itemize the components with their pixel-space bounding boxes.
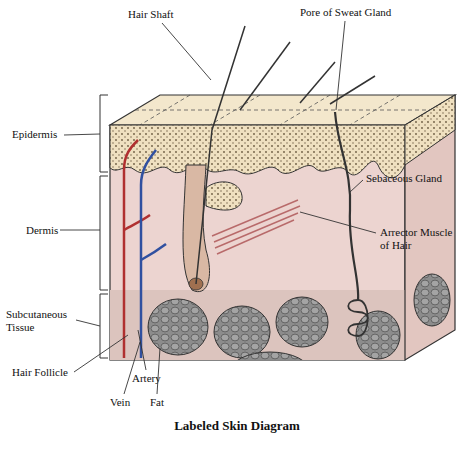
blood-vessels: [141, 150, 156, 358]
part-label: Pore of Sweat Gland: [300, 6, 391, 19]
leader-lines: [157, 348, 160, 394]
leader-lines: [138, 330, 146, 370]
skin-block: [350, 95, 400, 125]
skin-block: [140, 95, 190, 125]
leader-lines: [300, 212, 376, 233]
hair-shafts: [300, 62, 335, 103]
caption: Labeled Skin Diagram: [0, 418, 474, 434]
skin-block: [110, 125, 405, 360]
part-label: Hair Shaft: [128, 8, 174, 21]
fat-lobules: [148, 299, 208, 355]
leader-lines: [336, 21, 345, 110]
part-label: Fat: [150, 396, 164, 409]
sweat-gland: [348, 300, 368, 336]
arrector-muscle: [215, 213, 298, 248]
hair-shafts: [196, 26, 245, 284]
part-label: Vein: [110, 396, 130, 409]
skin-block: [135, 95, 430, 125]
sweat-gland: [335, 112, 358, 300]
part-label: Artery: [132, 372, 161, 385]
fat-lobules: [214, 306, 270, 358]
hair-follicle: [183, 165, 210, 292]
arrector-muscle: [212, 200, 300, 254]
fat-lobules: [276, 297, 328, 347]
epidermis-layer: [110, 95, 455, 178]
layer-brackets: [100, 176, 108, 290]
part-label: Dermis: [26, 224, 58, 237]
part-label: Sebaceous Gland: [366, 172, 442, 185]
layer-brackets: [100, 95, 108, 172]
leader-lines: [74, 335, 128, 372]
skin-block: [210, 95, 260, 125]
fat-lobules-side: [414, 274, 450, 326]
fat-lobules-side: [414, 274, 450, 326]
skin-block: [135, 110, 430, 111]
skin-block: [110, 95, 455, 125]
layer-brackets: [100, 294, 108, 358]
blood-vessels: [141, 244, 166, 260]
part-label: Hair Follicle: [12, 366, 68, 379]
blood-vessels: [124, 140, 138, 358]
skin-block: [280, 95, 330, 125]
epidermis-layer: [405, 95, 455, 165]
part-label: Subcutaneous Tissue: [6, 308, 78, 334]
hair-shafts: [240, 42, 290, 110]
arrector-muscle: [217, 220, 294, 254]
fat-lobules: [230, 352, 310, 360]
hair-shafts: [196, 26, 375, 284]
leader-lines: [124, 342, 140, 394]
hair-follicle: [183, 165, 210, 292]
skin-block: [110, 290, 405, 360]
blood-vessels: [124, 215, 150, 230]
layer-brackets: [100, 95, 108, 358]
part-label: Arrector Muscle of Hair: [380, 226, 462, 252]
sebaceous-gland: [206, 182, 242, 210]
leader-lines: [64, 134, 100, 135]
sweat-gland: [335, 112, 368, 336]
part-label: Epidermis: [12, 128, 57, 141]
leader-lines: [76, 320, 100, 326]
fat-lobules: [148, 297, 400, 360]
leader-lines: [162, 23, 211, 80]
leader-lines: [60, 21, 376, 394]
sebaceous-gland: [206, 182, 242, 210]
blood-vessels: [124, 140, 166, 358]
leader-lines: [350, 180, 363, 192]
leader-lines: [60, 230, 100, 231]
